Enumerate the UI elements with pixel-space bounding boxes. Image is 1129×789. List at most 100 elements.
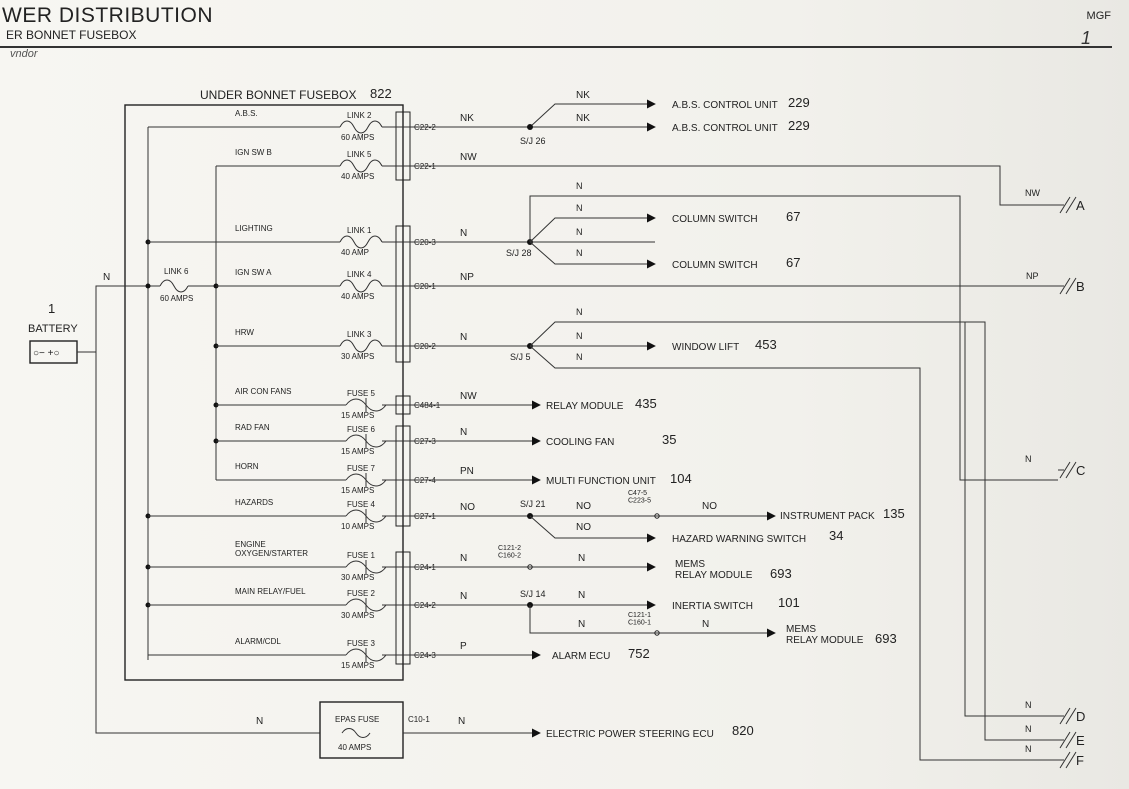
column-switch-wire-2 [529,241,656,269]
connector-block-c24 [395,551,411,665]
circuit-label: AIR CON FANS [235,387,291,396]
offpage-wire-colour-b: NP [1026,271,1039,281]
offpage-connector-symbol [1058,196,1077,214]
instrument-pack-colour-1: NO [576,501,591,512]
offpage-wire-colour-a: NW [1025,188,1040,198]
column-switch-colour-1: N [576,203,583,213]
sj28-branch-colour-mid: N [576,227,583,237]
component-number-cooling-fan: 35 [662,432,676,447]
epas-fuse-box [319,701,404,759]
model-code: MGF [1086,10,1111,22]
fuse-name: FUSE 3 [347,639,376,648]
offpage-wire-f [529,345,1058,761]
splice-sj21: S/J 21 [520,499,546,509]
fuse-name: FUSE 2 [347,589,376,598]
component-label-column-1: COLUMN SWITCH [672,214,758,225]
link6-name: LINK 6 [164,267,189,276]
hazard-switch-colour: NO [576,522,591,533]
component-label-abs-1: A.B.S. CONTROL UNIT [672,100,778,111]
wire-colour: NW [460,152,477,163]
mems-relay-wire-2 [529,605,776,638]
fuse-name: FUSE 7 [347,464,376,473]
page-subtitle: ER BONNET FUSEBOX [6,28,137,42]
inline-connector-c121 [527,564,533,570]
component-number-column-1: 67 [786,209,800,224]
circuit-label: HORN [235,462,259,471]
bus-junction [145,283,151,289]
fuse-rating: 30 AMPS [341,352,374,361]
instrument-pack-colour-2: NO [702,501,717,512]
offpage-wire-d [964,322,1058,717]
fuse-name: FUSE 1 [347,551,376,560]
fuse-name: LINK 1 [347,226,372,235]
splice-sj28: S/J 28 [506,248,532,258]
circuit-label: IGN SW B [235,148,272,157]
component-label-column-2: COLUMN SWITCH [672,260,758,271]
offpage-wire-colour-e: N [1025,724,1032,734]
fuse-rating: 10 AMPS [341,522,374,531]
circuit-label: IGN SW A [235,268,272,277]
link-fuse-icon [339,339,383,353]
connector-block-c20 [395,225,411,363]
fuse-rating: 15 AMPS [341,411,374,420]
component-number-alarm-ecu: 752 [628,646,650,661]
offpage-connector-symbol [1058,751,1077,769]
epas-fuse-name: EPAS FUSE [335,715,379,724]
splice-sj26: S/J 26 [520,136,546,146]
component-number-column-2: 67 [786,255,800,270]
offpage-connector-symbol [1058,277,1077,295]
battery-label: BATTERY [28,323,78,335]
battery-terminals: ○− +○ [33,348,60,359]
offpage-wire-colour-c: N [1025,454,1032,464]
blade-fuse-icon [340,560,387,574]
fuse-rating: 15 AMPS [341,661,374,670]
splice-dot-sj26 [527,124,533,130]
column-switch-wire-1 [529,213,656,243]
link-fuse-icon [339,235,383,249]
inline-connector-c121-1 [654,630,660,636]
inline-connector-c47 [654,513,660,519]
component-number-window-lift: 453 [755,337,777,352]
offpage-connector-letter: A [1076,198,1085,213]
link-fuse-icon [339,159,383,173]
fuse-name: LINK 2 [347,111,372,120]
component-number-instrument-pack: 135 [883,506,905,521]
fuse-name: FUSE 6 [347,425,376,434]
blade-fuse-icon [340,598,387,612]
wire-colour: PN [460,466,474,477]
fuse-name: LINK 5 [347,150,372,159]
epas-feed-wire-colour: N [256,716,263,727]
component-label-inertia-switch: INERTIA SWITCH [672,601,753,612]
blade-fuse-icon [340,648,387,662]
component-number-relay-module: 435 [635,396,657,411]
blade-fuse-icon [340,509,387,523]
mems-relay-colour-1: N [578,553,585,564]
epas-connector: C10-1 [408,715,430,724]
circuit-label: LIGHTING [235,224,273,233]
splice-sj5: S/J 5 [510,352,531,362]
splice-sj14: S/J 14 [520,589,546,599]
offpage-wire-a [410,165,1058,206]
component-label-hazard-switch: HAZARD WARNING SWITCH [672,534,806,545]
component-label-epas-ecu: ELECTRIC POWER STEERING ECU [546,729,714,740]
offpage-wire-colour-f: N [1025,744,1032,754]
link6-rating: 60 AMPS [160,294,193,303]
hazard-switch-wire [529,515,656,543]
battery-number: 1 [48,301,55,316]
fusebox-outline [124,104,404,681]
epas-fuse-icon [341,728,371,738]
fuse-name: FUSE 5 [347,389,376,398]
component-label-abs-2: A.B.S. CONTROL UNIT [672,123,778,134]
handwritten-note: vndor [10,48,38,60]
wire-colour: N [460,427,467,438]
offpage-connector-letter: B [1076,279,1085,294]
component-number-mems-1: 693 [770,566,792,581]
offpage-connector-letter: F [1076,753,1084,768]
